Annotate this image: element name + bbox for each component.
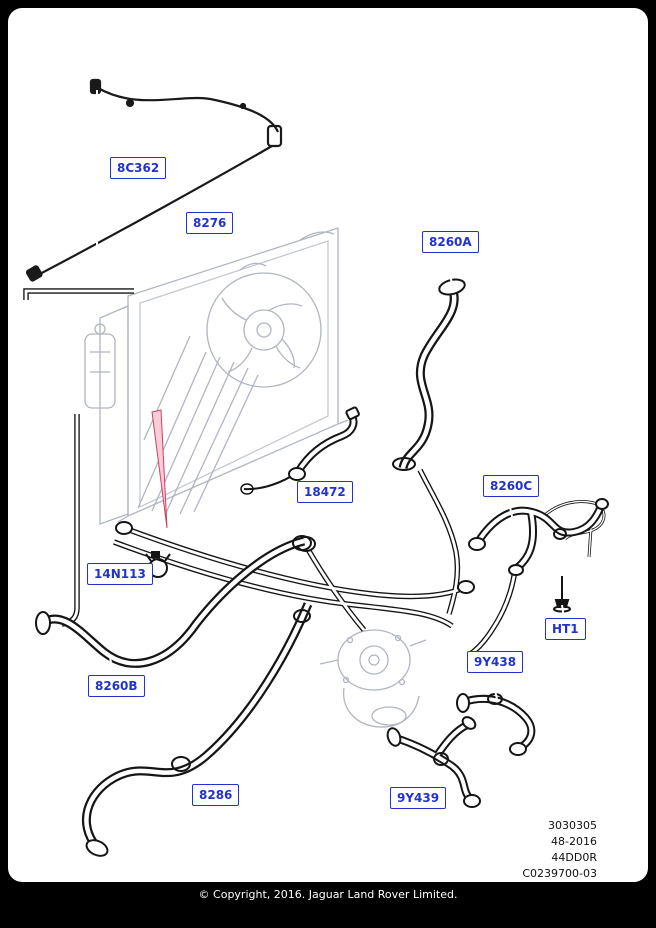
highlight-pointer: [151, 409, 168, 529]
leader-lines: [96, 90, 565, 788]
plate-line-2: 48-2016: [551, 835, 597, 848]
part-label-8260B[interactable]: 8260B: [88, 675, 145, 697]
hose-9Y439: [386, 716, 481, 808]
part-label-18472[interactable]: 18472: [297, 481, 353, 503]
hose-8286: [81, 602, 313, 857]
part-label-8C362[interactable]: 8C362: [110, 157, 167, 179]
plate-line-3: 44DD0R: [551, 851, 597, 864]
water-pump-sketch: [319, 629, 427, 728]
hose-18472: [240, 406, 360, 495]
vent-hose-8276: [25, 78, 283, 282]
part-label-8286[interactable]: 8286: [192, 784, 240, 806]
hose-8260B: [35, 535, 312, 668]
part-label-8276[interactable]: 8276: [186, 212, 234, 234]
copyright-text: © Copyright, 2016. Jaguar Land Rover Lim…: [198, 888, 458, 901]
clamp-14N113: [145, 551, 171, 578]
part-label-HT1[interactable]: HT1: [545, 618, 586, 640]
hose-9Y438: [456, 693, 536, 756]
plate-line-1: 3030305: [548, 819, 597, 832]
coolant-pipes: [23, 288, 606, 658]
plate-info: 3030305 48-2016 44DD0R C0239700-03: [522, 818, 597, 882]
bolt-HT1: [553, 576, 571, 613]
part-label-8260C[interactable]: 8260C: [483, 475, 540, 497]
part-label-8260A[interactable]: 8260A: [422, 231, 479, 253]
part-label-9Y438[interactable]: 9Y438: [467, 651, 524, 673]
part-label-9Y439[interactable]: 9Y439: [390, 787, 447, 809]
hose-8260A: [392, 278, 466, 471]
hose-8260C: [468, 498, 609, 576]
part-label-14N113[interactable]: 14N113: [87, 563, 153, 585]
radiator-sketch: [84, 227, 349, 525]
plate-line-4: C0239700-03: [522, 867, 597, 880]
